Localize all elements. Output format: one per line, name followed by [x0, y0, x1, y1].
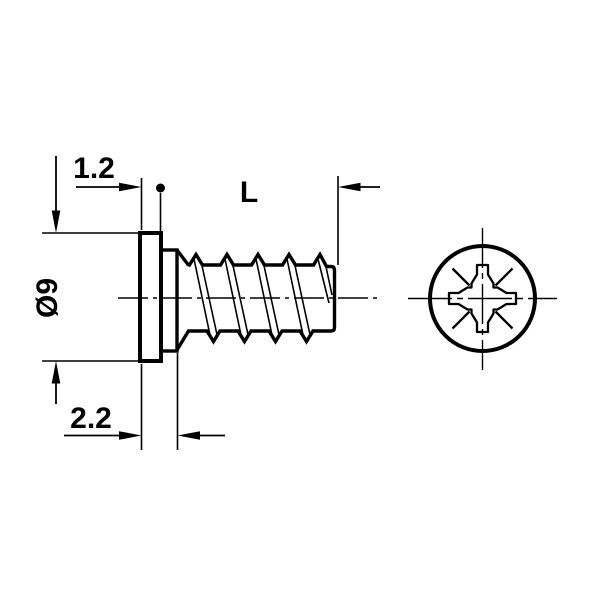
dimension-head-diameter: Ø9	[31, 156, 138, 404]
arrowhead-right	[119, 182, 142, 192]
screw-collar	[159, 248, 179, 353]
dimension-label-head-height: 2.2	[70, 402, 112, 435]
screw-head	[138, 231, 163, 363]
screw-thread-outline	[175, 248, 337, 351]
dimension-label-length: L	[240, 176, 258, 209]
dimension-head-height: 2.2	[64, 353, 225, 450]
screw-end-view	[408, 228, 557, 370]
arrowhead-right	[119, 431, 142, 440]
arrowhead-down	[51, 210, 61, 233]
dimension-head-thickness: 1.2	[73, 152, 165, 231]
screw-side-view	[118, 231, 378, 363]
arrowhead-left	[338, 182, 361, 192]
pozidriv-cross-outline	[447, 263, 518, 334]
pozidriv-recess	[447, 263, 518, 334]
dimension-origin-dot	[156, 183, 165, 193]
pozidriv-tick-marks	[451, 267, 514, 330]
thread-flank-lines	[193, 258, 333, 338]
arrowhead-up	[51, 361, 61, 384]
dimension-label-head-diameter: Ø9	[31, 278, 64, 318]
screw-head-circle	[428, 244, 537, 353]
dimension-length: L	[240, 176, 380, 265]
dimension-label-head-thickness: 1.2	[73, 152, 115, 185]
arrowhead-left	[177, 431, 200, 440]
